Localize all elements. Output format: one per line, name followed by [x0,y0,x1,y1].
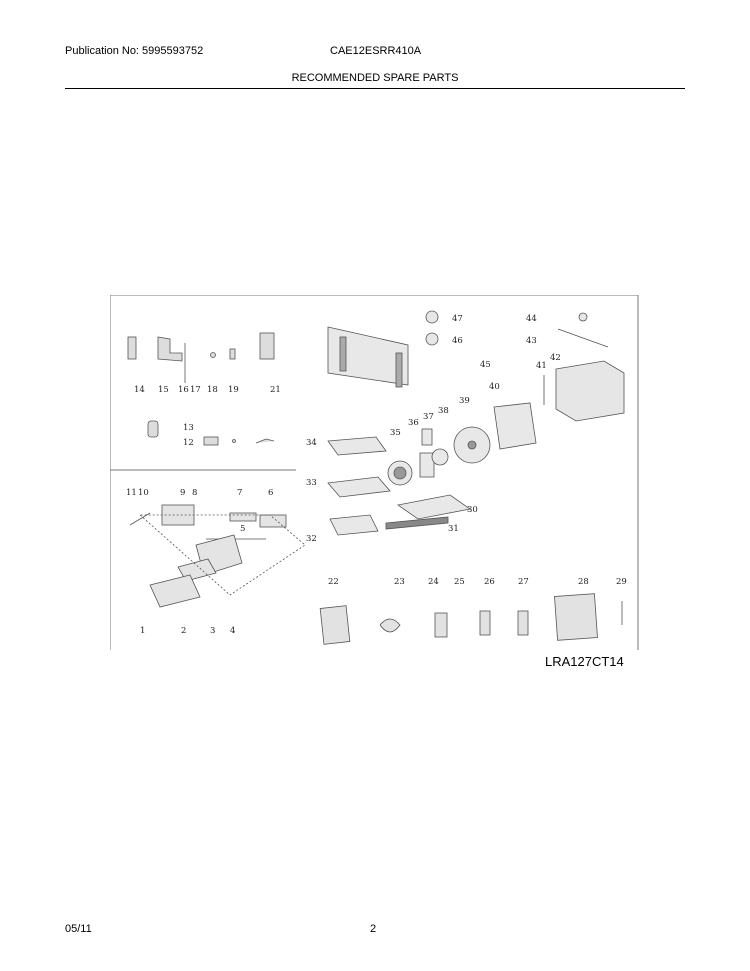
footer-date: 05/11 [65,923,92,935]
callout-2: 2 [181,626,186,636]
rear-housing-group [425,310,625,422]
callout-10: 10 [138,488,149,498]
callout-29: 30 [467,505,478,515]
callout-9: 9 [180,488,185,498]
callout-21: 21 [270,385,281,395]
callout-47: 29 [616,577,627,587]
callout-39: 40 [489,382,500,392]
callout-19: 19 [228,385,239,395]
callout-25: 25 [454,577,465,587]
chassis-group [327,326,537,536]
model-number: CAE12ESRR410A [330,45,422,57]
callout-45: 46 [452,336,463,346]
figure-code: LRA127CT14 [545,654,624,669]
callout-35: 36 [408,418,419,428]
callout-6: 6 [268,488,273,498]
callout-15: 15 [158,385,169,395]
callout-1: 1 [140,626,145,636]
publication-number: Publication No: 5995593752 [65,45,204,57]
callout-17: 17 [190,385,201,395]
callout-28: 28 [578,577,589,587]
callout-36: 37 [423,412,434,422]
callout-31: 32 [306,534,317,544]
callout-40: 41 [536,361,547,371]
page-title: RECOMMENDED SPARE PARTS [291,72,459,84]
callout-30: 31 [448,524,459,534]
callout-11: 11 [126,488,137,498]
diagram-frame [110,295,639,650]
callout-23: 23 [394,577,405,587]
callout-14: 14 [134,385,145,395]
callout-37: 38 [438,406,449,416]
callout-33: 34 [306,438,317,448]
page-number: 2 [370,923,377,935]
callout-26: 26 [484,577,495,587]
callout-4: 4 [230,626,235,636]
callout-32: 33 [306,478,317,488]
callout-22: 22 [328,577,339,587]
callout-5: 5 [240,524,245,534]
callout-38: 39 [459,396,470,406]
callout-18: 18 [207,385,218,395]
callout-8: 8 [192,488,197,498]
small-parts-group [127,332,275,446]
callout-42: 43 [526,336,537,346]
callout-46: 47 [452,314,463,324]
callout-27: 27 [518,577,529,587]
callout-7: 7 [237,488,242,498]
callout-16: 16 [178,385,189,395]
loose-parts-group [319,593,623,645]
callout-3: 3 [210,626,215,636]
callout-24: 24 [428,577,439,587]
callout-41: 42 [550,353,561,363]
callout-13: 13 [183,423,194,433]
callout-labels: 14 15 16 17 18 19 21 13 12 11 10 9 8 7 6… [126,314,627,636]
callout-34: 35 [390,428,401,438]
header-divider [65,88,685,89]
exploded-parts-diagram: 14 15 16 17 18 19 21 13 12 11 10 9 8 7 6… [110,295,639,650]
front-panel-group [129,504,306,608]
callout-43: 44 [526,314,537,324]
callout-44: 45 [480,360,491,370]
callout-12: 12 [183,438,194,448]
